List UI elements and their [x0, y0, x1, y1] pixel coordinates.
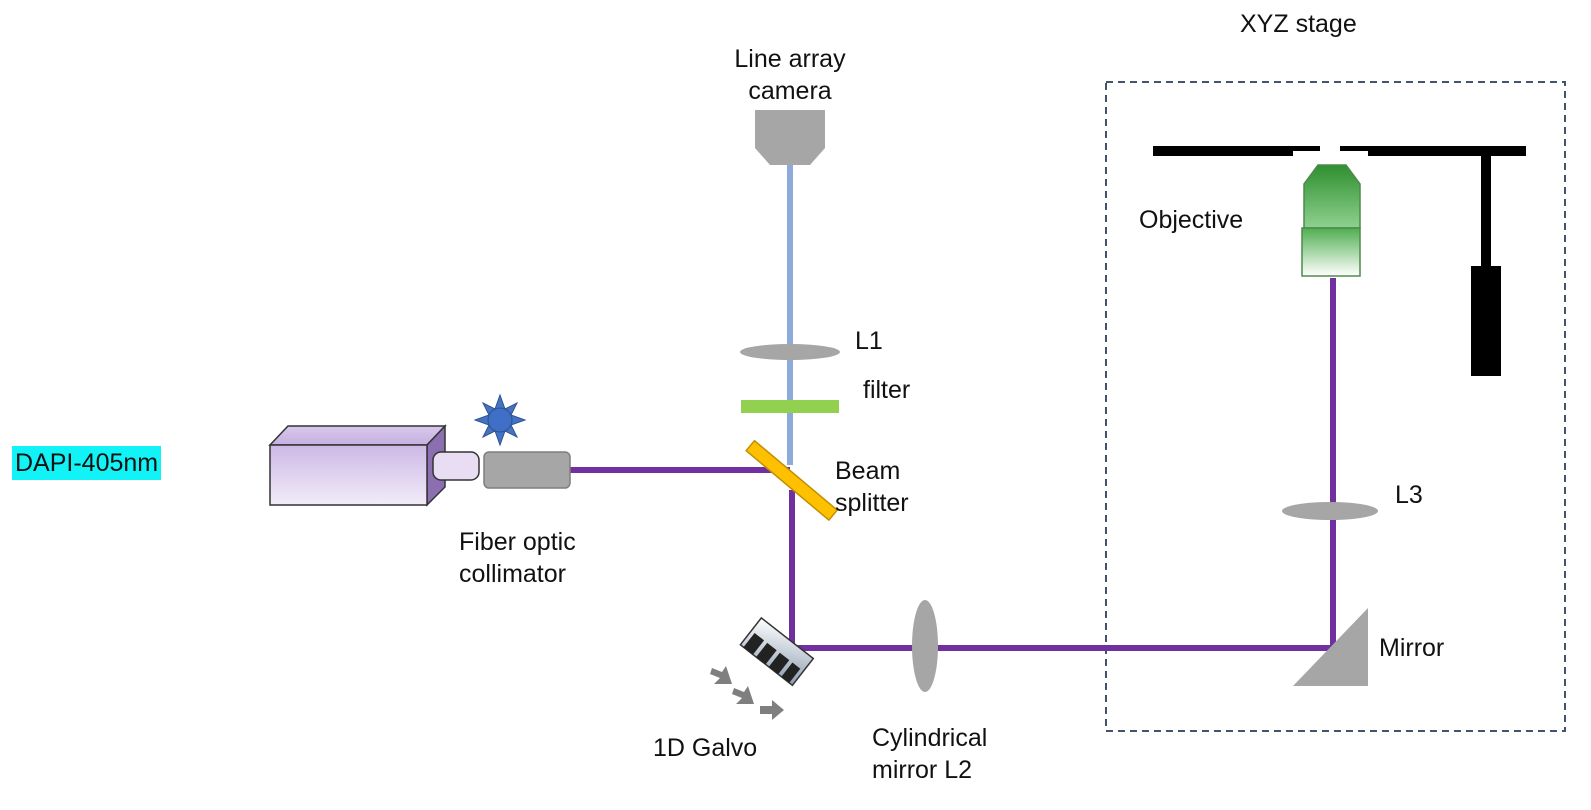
fiber-optic-collimator — [483, 451, 571, 489]
xyz-stage-frame — [1105, 81, 1566, 732]
cylindrical-mirror-l2 — [912, 600, 938, 692]
objective-label: Objective — [1139, 206, 1244, 234]
stage-label: XYZ stage — [1240, 10, 1357, 38]
beam-splitter-label-line2: splitter — [835, 489, 909, 517]
fold-mirror — [1293, 608, 1368, 686]
camera-label-line2: camera — [748, 77, 832, 105]
galvo-motion-arrows — [710, 666, 784, 720]
beam-splitter-label-line1: Beam — [835, 457, 901, 485]
beam-splitter-label: Beam splitter — [835, 455, 909, 519]
l2-label: Cylindrical mirror L2 — [872, 722, 987, 786]
laser-label: DAPI-405nm — [12, 446, 162, 480]
collimator-label-line1: Fiber optic — [459, 528, 576, 556]
camera-label-line1: Line array — [734, 45, 846, 73]
laser-output-port — [432, 451, 480, 481]
sample-stage — [1153, 146, 1526, 376]
camera-label: Line array camera — [690, 43, 890, 107]
collimator-label: Fiber optic collimator — [459, 526, 576, 590]
line-array-camera — [755, 110, 825, 165]
beam-splitter — [745, 439, 839, 522]
collimator-label-line2: collimator — [459, 560, 566, 588]
lens-l1 — [740, 344, 840, 360]
l1-label: L1 — [855, 327, 883, 355]
lens-l3 — [1282, 502, 1378, 520]
l2-label-line1: Cylindrical — [872, 724, 988, 752]
objective-lens — [1301, 164, 1361, 277]
mirror-label: Mirror — [1379, 634, 1445, 662]
emission-filter — [741, 400, 839, 413]
l2-label-line2: mirror L2 — [872, 756, 973, 784]
galvo-mirror — [739, 616, 815, 687]
filter-label: filter — [863, 376, 911, 404]
laser-source — [268, 424, 447, 507]
excitation-beam — [568, 278, 1336, 651]
l3-label: L3 — [1395, 481, 1423, 509]
galvo-label: 1D Galvo — [653, 734, 758, 762]
light-star-icon — [473, 393, 527, 447]
